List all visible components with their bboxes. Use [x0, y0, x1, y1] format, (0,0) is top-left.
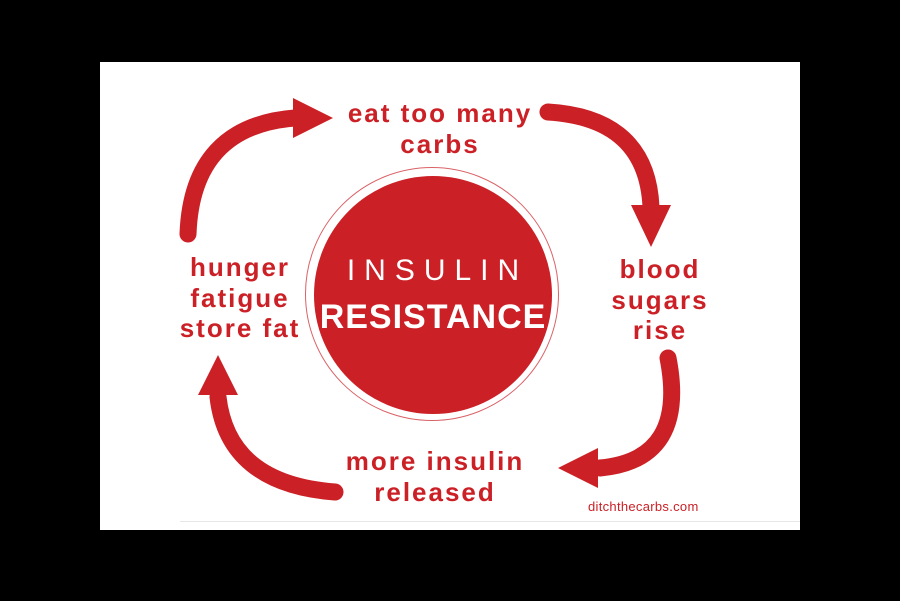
arrow-bottom-left-icon [209, 388, 344, 501]
center-title-line1: INSULIN [346, 253, 529, 287]
arrow-top-left-icon [179, 109, 304, 243]
arrowhead-top-right-icon [631, 205, 671, 247]
center-title-line2: RESISTANCE [319, 297, 547, 336]
step-label-blood-sugars-rise: blood sugars rise [611, 254, 709, 346]
arrowhead-bottom-right-icon [558, 448, 598, 488]
diagram-card: INSULIN RESISTANCE eat too many carbs bl… [100, 62, 800, 530]
card-edge-line [180, 521, 800, 522]
arrow-top-right-icon [539, 103, 660, 216]
watermark: ditchthecarbs.com [588, 499, 699, 514]
arrowhead-bottom-left-icon [198, 355, 238, 395]
step-label-hunger-fatigue-store-fat: hunger fatigue store fat [179, 252, 301, 344]
center-circle: INSULIN RESISTANCE [314, 176, 552, 414]
arrow-bottom-right-icon [591, 349, 681, 477]
arrowhead-top-left-icon [293, 98, 333, 138]
step-label-more-insulin-released: more insulin released [345, 446, 525, 507]
step-label-eat-too-many-carbs: eat too many carbs [347, 98, 533, 159]
center-circle-ring [305, 167, 559, 421]
cycle-arrows [179, 98, 681, 501]
